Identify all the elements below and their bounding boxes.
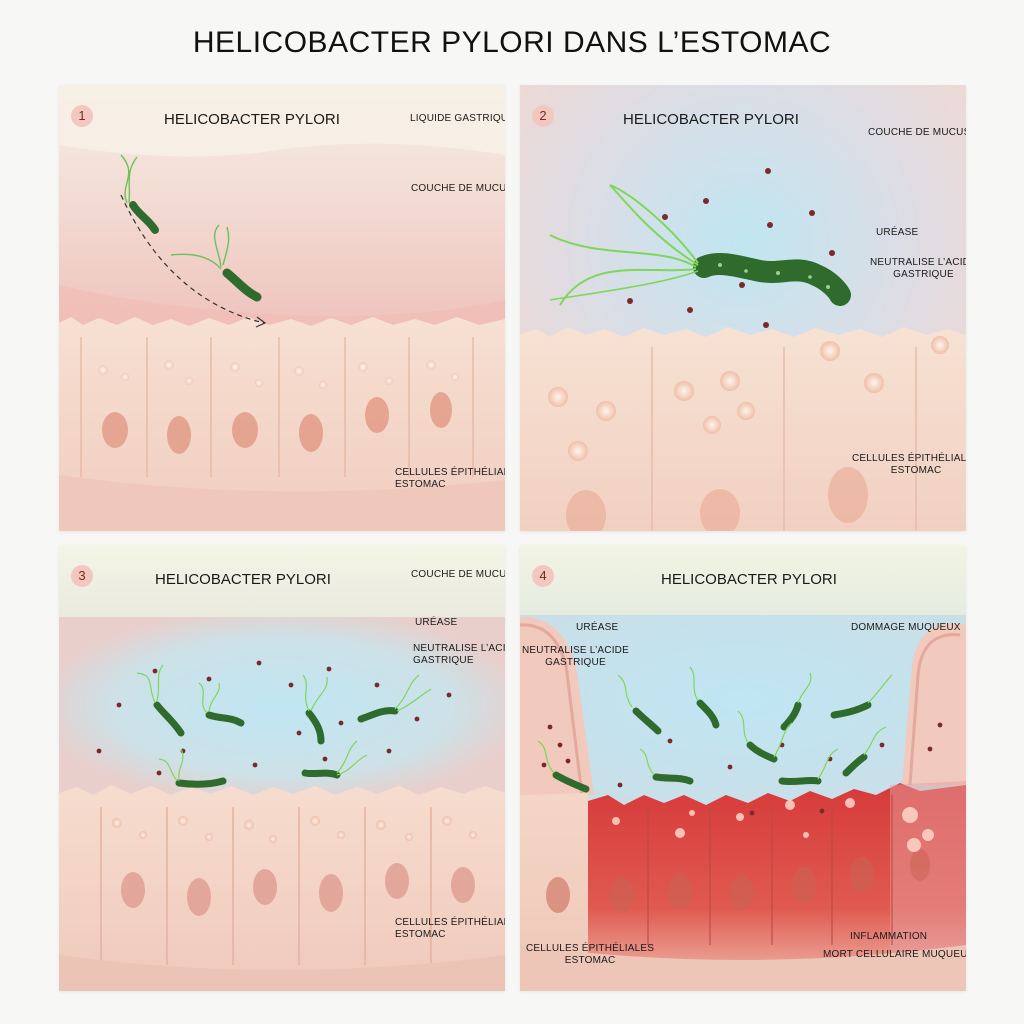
label-epithelial-cells: CELLULES ÉPITHÉLIALES ESTOMAC (852, 453, 966, 476)
bacteria-group (552, 699, 872, 793)
urease-particles (541, 722, 943, 816)
label-neutralise-acid: NEUTRALISE L’ACIDE GASTRIQUE (522, 645, 629, 668)
step-number-badge: 1 (71, 105, 93, 127)
label-urease: URÉASE (876, 227, 919, 238)
panel-3-illustration (59, 545, 505, 991)
urease-particles (96, 660, 452, 776)
bacterium (120, 154, 159, 234)
label-epithelial-cells: CELLULES ÉPITHÉLIALES ESTOMAC (395, 917, 505, 940)
page-title: HELICOBACTER PYLORI DANS L’ESTOMAC (192, 26, 832, 59)
step-number-badge: 3 (71, 565, 93, 587)
step-number-badge: 4 (532, 565, 554, 587)
panel-title: HELICOBACTER PYLORI (164, 111, 340, 128)
panel-3: 3 HELICOBACTER PYLORI COUCHE DE MUCUS UR… (59, 545, 505, 991)
panel-title: HELICOBACTER PYLORI (623, 111, 799, 128)
label-gastric-liquid: LIQUIDE GASTRIQUE (410, 113, 505, 124)
label-inflammation: INFLAMMATION (850, 931, 928, 942)
panel-1-illustration (59, 85, 505, 531)
label-mucus-layer: COUCHE DE MUCUS (411, 183, 505, 194)
bacterium (170, 224, 262, 302)
panel-title: HELICOBACTER PYLORI (155, 571, 331, 588)
label-neutralise-acid: NEUTRALISE L’ACIDE GASTRIQUE (413, 643, 505, 666)
label-urease: URÉASE (576, 622, 619, 633)
label-neutralise-acid: NEUTRALISE L’ACIDE GASTRIQUE (870, 257, 966, 280)
panel-1: 1 HELICOBACTER PYLORI LIQUIDE GASTRIQUE … (59, 85, 505, 531)
label-mucosal-damage: DOMMAGE MUQUEUX (851, 622, 961, 633)
step-number-badge: 2 (532, 105, 554, 127)
panel-4: 4 HELICOBACTER PYLORI URÉASE NEUTRALISE … (520, 545, 966, 991)
bacteria-group (153, 701, 399, 788)
label-cell-death: MORT CELLULAIRE MUQUEUSE (823, 949, 966, 960)
panel-2: 2 HELICOBACTER PYLORI COUCHE DE MUCUS UR… (520, 85, 966, 531)
urease-particles (627, 168, 835, 328)
label-urease: URÉASE (415, 617, 458, 628)
label-epithelial-cells: CELLULES ÉPITHÉLIALES ESTOMAC (526, 943, 655, 966)
panel-title: HELICOBACTER PYLORI (661, 571, 837, 588)
panel-2-illustration (520, 85, 966, 531)
bacterium (549, 184, 851, 306)
label-mucus-layer: COUCHE DE MUCUS (411, 569, 505, 580)
panel-4-illustration (520, 545, 966, 991)
label-epithelial-cells: CELLULES ÉPITHÉLIALES ESTOMAC (395, 467, 505, 490)
label-mucus-layer: COUCHE DE MUCUS (868, 127, 966, 138)
